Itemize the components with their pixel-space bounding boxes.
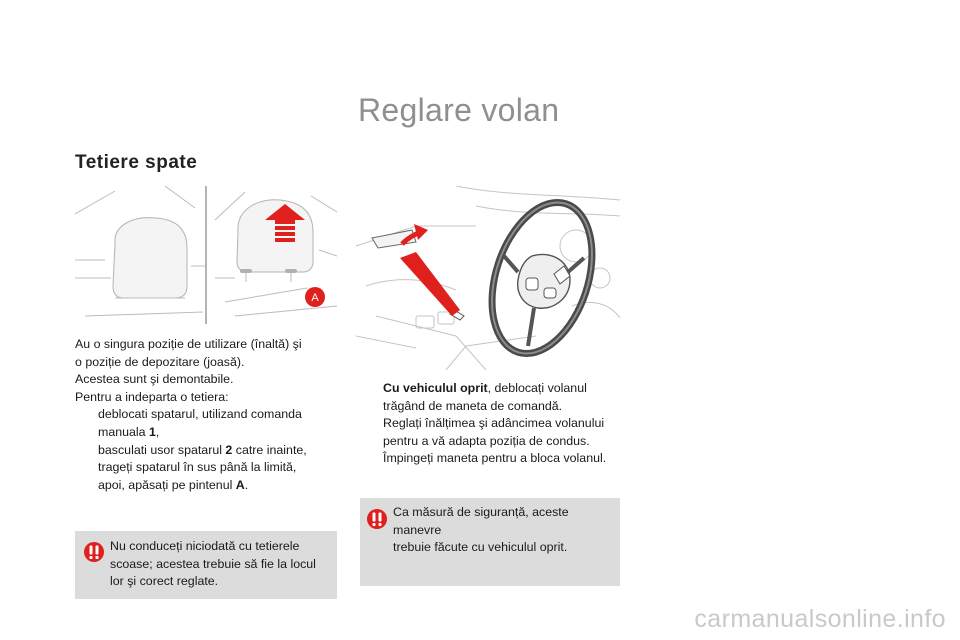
steering-bullet-2-line2: pentru a vă adapta poziția de condus.	[383, 433, 590, 448]
steering-bullet-2: Reglați înălțimea şi adâncimea volanului…	[360, 415, 622, 450]
warning-line: trebuie făcute cu vehiculul oprit.	[393, 540, 568, 555]
text-run: catre inainte,	[232, 442, 307, 457]
headrest-p3: Acestea sunt şi demontabile.	[75, 372, 234, 387]
steering-bullet-1-line1: Cu vehiculul oprit, deblocați volanul	[383, 380, 622, 398]
callout-a-label: A	[311, 292, 319, 304]
headrest-bullet-1-line2: manuala 1,	[98, 424, 337, 442]
text-run: ,	[155, 424, 160, 439]
text-run: .	[244, 477, 249, 492]
warning-icon	[366, 508, 388, 535]
warning-line: Ca măsură de siguranță, aceste manevre	[393, 505, 569, 537]
warning-line: Nu conduceți niciodată cu tetierele	[110, 539, 300, 553]
headrest-p2: o poziție de depozitare (joasă).	[75, 354, 245, 369]
headrest-bullet-1: deblocati spatarul, utilizand comanda ma…	[75, 406, 337, 441]
text-run: , deblocați volanul	[487, 381, 587, 395]
headrest-bullet-4: apoi, apăsați pe pintenul A.	[75, 477, 337, 495]
warning-box-headrest: Nu conduceți niciodată cu tetierele scoa…	[75, 531, 337, 599]
text-run: apoi, apăsați pe pintenul	[98, 477, 236, 492]
headrest-bullet-2: basculati usor spatarul 2 catre inainte,	[75, 442, 337, 460]
headrest-p1: Au o singura poziție de utilizare (înalt…	[75, 337, 302, 351]
headrest-bullet-1-line1: deblocati spatarul, utilizand comanda	[98, 407, 302, 422]
steering-bullet-1-line2: trăgând de maneta de comandă.	[383, 398, 563, 413]
headrest-illustration	[75, 186, 337, 324]
text-run: trageți spatarul în sus până la limită,	[98, 460, 297, 475]
headrest-bullet-3: trageți spatarul în sus până la limită,	[75, 459, 337, 477]
headrest-p4: Pentru a indeparta o tetiera:	[75, 389, 229, 404]
steering-instructions: Cu vehiculul oprit, deblocați volanul tr…	[360, 380, 622, 468]
steering-bullet-1: Cu vehiculul oprit, deblocați volanul tr…	[360, 380, 622, 415]
bold-run: Cu vehiculul oprit	[383, 381, 488, 395]
section-title: Tetiere spate	[75, 152, 198, 173]
warning-text-headrest: Nu conduceți niciodată cu tetierele scoa…	[110, 538, 332, 591]
watermark: carmanualsonline.info	[694, 605, 946, 633]
bold-run: 2	[225, 442, 233, 457]
page-title: Reglare volan	[358, 92, 560, 128]
headrest-instructions: Au o singura poziție de utilizare (înalt…	[75, 336, 337, 494]
callout-a: A	[304, 286, 326, 308]
text-run: manuala	[98, 424, 149, 439]
warning-text-steering: Ca măsură de siguranță, aceste manevre t…	[393, 504, 618, 557]
warning-line: lor şi corect reglate.	[110, 574, 219, 589]
bold-run: A	[235, 477, 245, 492]
warning-icon	[83, 541, 105, 568]
warning-line: scoase; acestea trebuie să fie la locul	[110, 556, 316, 571]
text-run: basculati usor spatarul	[98, 442, 226, 457]
steering-bullet-3-line1: Împingeți maneta pentru a bloca volanul.	[383, 451, 607, 466]
bold-run: 1	[148, 424, 156, 439]
warning-box-steering: Ca măsură de siguranță, aceste manevre t…	[360, 498, 620, 586]
steering-bullet-3: Împingeți maneta pentru a bloca volanul.	[360, 450, 622, 468]
steering-bullet-2-line1: Reglați înălțimea şi adâncimea volanului	[383, 416, 605, 431]
steering-wheel-illustration	[356, 186, 620, 370]
